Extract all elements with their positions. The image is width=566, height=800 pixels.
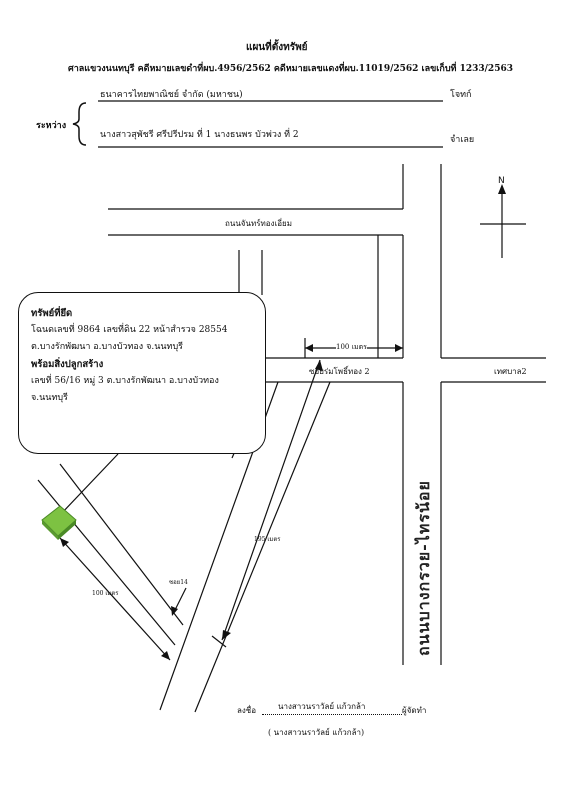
road-label-thesaban2: เทศบาล2 — [494, 367, 527, 376]
callout-pointer — [59, 453, 119, 516]
plaintiff-role: โจทก์ — [450, 90, 472, 100]
distance-label-100-top: 100 เมตร — [336, 342, 367, 353]
property-callout: ทรัพย์ที่ยึด โฉนดเลขที่ 9864 เลขที่ดิน 2… — [18, 292, 266, 454]
road-label-soi14: ซอย14 — [169, 579, 188, 586]
callout-building-heading: พร้อมสิ่งปลูกสร้าง — [31, 359, 104, 370]
dimension-line-100-bottom — [59, 537, 171, 661]
between-label: ระหว่าง — [36, 121, 67, 131]
court-case-line: ศาลแขวงนนทบุรี คดีหมายเลขดำที่ผบ.4956/25… — [68, 64, 513, 74]
signature-dotted-line — [262, 714, 402, 715]
distance-label-100-bottom: 100 เมตร — [92, 590, 119, 597]
defendant-role: จำเลย — [450, 135, 475, 145]
dimension-tick — [211, 635, 227, 648]
road-label-soi-rom-pho: ซอยร่มโพธิ์ทอง 2 — [309, 367, 370, 376]
callout-location-line: ต.บางรักพัฒนา อ.บางบัวทอง จ.นนทบุรี — [31, 342, 183, 352]
between-brace — [72, 102, 87, 146]
arrowhead — [60, 538, 69, 547]
map-title: แผนที่ตั้งทรัพย์ — [246, 42, 308, 53]
callout-deed-line: โฉนดเลขที่ 9864 เลขที่ดิน 22 หน้าสำรวจ 2… — [31, 325, 228, 335]
callout-house-line: เลขที่ 56/16 หมู่ 3 ต.บางรักพัฒนา อ.บางบ… — [31, 376, 219, 386]
soi14-pointer — [173, 587, 187, 613]
road-label-main-vertical: ถนนบางกรวย-ไทรน้อย — [414, 480, 433, 656]
diagonal-road-edge — [194, 381, 331, 713]
arrowhead — [395, 344, 403, 352]
arrowhead — [161, 651, 170, 660]
signature-role: ผู้จัดทำ — [402, 706, 427, 715]
arrowhead — [305, 344, 313, 352]
callout-heading: ทรัพย์ที่ยึด — [31, 308, 73, 319]
signature-printed-name: ( นางสาวนราวัลย์ แก้วกล้า) — [268, 728, 365, 737]
arrowhead — [171, 606, 178, 616]
north-arrowhead — [498, 184, 506, 194]
signature-label: ลงชื่อ — [237, 706, 257, 715]
callout-province-line: จ.นนทบุรี — [31, 393, 68, 403]
compass-north-label: N — [498, 176, 505, 186]
property-marker-icon — [41, 505, 77, 540]
arrowhead — [222, 630, 231, 640]
road-label-chan-thong-iam: ถนนจันทร์ทองเอี่ยม — [225, 219, 292, 228]
plaintiff-name: ธนาคารไทยพาณิชย์ จำกัด (มหาชน) — [100, 90, 243, 100]
defendant-name: นางสาวสุพัชรี ศรีปรีปรม ที่ 1 นางธนพร บั… — [100, 130, 299, 140]
dimension-line-195 — [221, 359, 321, 641]
soi14-edge — [59, 463, 184, 626]
distance-label-195: 195 เมตร — [254, 536, 281, 543]
signature-name: นางสาวนราวัลย์ แก้วกล้า — [278, 702, 366, 711]
arrowhead — [315, 360, 323, 371]
soi14-edge — [37, 479, 176, 646]
